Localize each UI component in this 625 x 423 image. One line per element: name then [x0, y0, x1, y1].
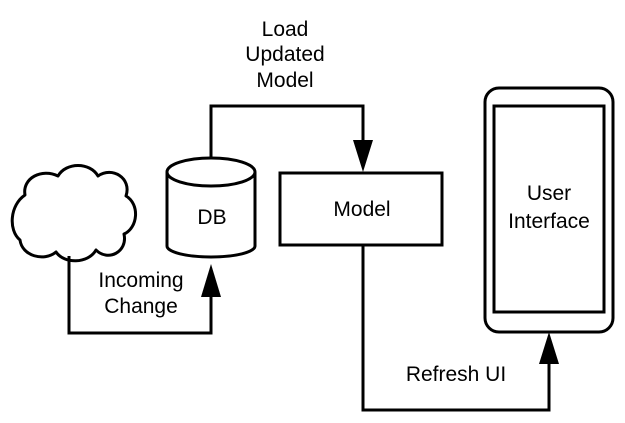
model-label: Model: [333, 198, 390, 221]
incoming-change-connector: [67, 256, 213, 335]
cloud-icon: [10, 164, 137, 263]
refresh-ui-arrowhead: [539, 332, 559, 364]
load-updated-model-arrowhead: [353, 140, 373, 172]
incoming-change-label: Incoming: [98, 269, 183, 292]
refresh-ui-label: Refresh UI: [406, 363, 506, 386]
user-interface-label: User: [527, 182, 571, 205]
db-label: DB: [197, 206, 226, 229]
load-updated-model-connector: [209, 104, 365, 158]
load-updated-model-label: Model: [256, 69, 313, 92]
model-box: [278, 171, 444, 247]
load-updated-model-label: Load: [262, 18, 309, 41]
user-interface-label: Interface: [508, 210, 590, 233]
phone-screen: [492, 104, 606, 314]
incoming-change-label: Change: [104, 295, 178, 318]
refresh-ui-connector: [361, 245, 551, 412]
load-updated-model-label: Updated: [245, 43, 324, 66]
incoming-change-arrowhead: [201, 264, 221, 297]
